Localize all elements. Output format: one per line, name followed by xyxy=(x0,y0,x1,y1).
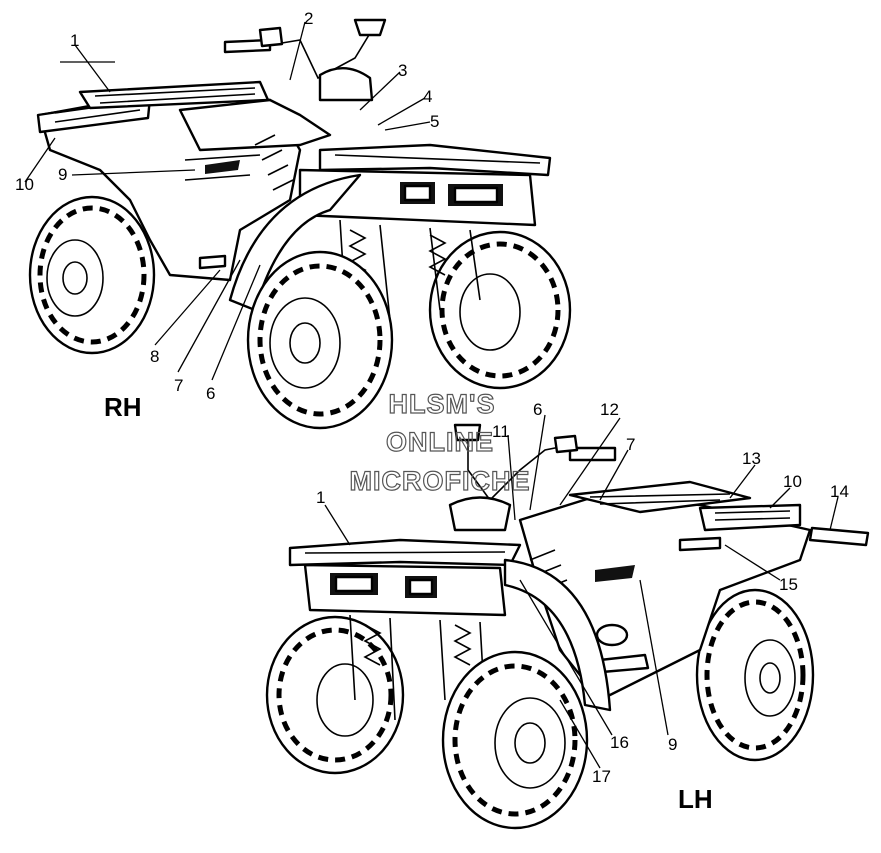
lh-callout-14: 14 xyxy=(830,482,849,501)
watermark-line-1: HLSM'S xyxy=(389,389,496,419)
rh-callout-8: 8 xyxy=(150,347,159,366)
atv-rh-view xyxy=(24,18,572,430)
rh-handlebars xyxy=(223,18,387,102)
lh-callout-7: 7 xyxy=(626,435,635,454)
lh-callout-11: 11 xyxy=(492,422,510,441)
lh-callout-12: 12 xyxy=(600,400,619,419)
lh-handlebars xyxy=(448,423,617,532)
rh-callout-10: 10 xyxy=(15,175,34,194)
rh-rear-rack xyxy=(36,80,270,134)
atv-lh-view xyxy=(265,414,870,830)
rh-callout-9: 9 xyxy=(58,165,67,184)
watermark-line-3: MICROFICHE xyxy=(350,466,531,496)
rh-callout-4: 4 xyxy=(423,87,432,106)
rh-callout-5: 5 xyxy=(430,112,439,131)
lh-callout-17: 17 xyxy=(592,767,611,786)
rh-callout-6: 6 xyxy=(206,384,215,403)
lh-front-wheel xyxy=(441,650,589,830)
rh-label: RH xyxy=(104,392,142,422)
lh-callout-6: 6 xyxy=(533,400,542,419)
lh-front-bumper xyxy=(303,563,507,617)
lh-callout-10: 10 xyxy=(783,472,802,491)
lh-front-rack xyxy=(288,538,522,567)
rh-callout-2: 2 xyxy=(304,9,313,28)
watermark: HLSM'S ONLINE MICROFICHE xyxy=(349,388,531,496)
lh-callout-9: 9 xyxy=(668,735,677,754)
lh-callout-16: 16 xyxy=(610,733,629,752)
lh-callout-15: 15 xyxy=(779,575,798,594)
rh-callout-7: 7 xyxy=(174,376,183,395)
lh-callout-1: 1 xyxy=(316,488,325,507)
lh-label: LH xyxy=(678,784,713,814)
lh-callout-13: 13 xyxy=(742,449,761,468)
rh-callout-1: 1 xyxy=(70,31,79,50)
lh-rear-rack xyxy=(568,480,802,532)
rh-rear-wheel-far xyxy=(428,230,572,390)
rh-front-wheel xyxy=(246,250,394,430)
lh-rear-wheel xyxy=(695,588,815,762)
rh-callout-3: 3 xyxy=(398,61,407,80)
lh-front-wheel-far xyxy=(265,615,405,775)
rh-rear-wheel xyxy=(28,195,156,355)
watermark-line-2: ONLINE xyxy=(386,427,494,457)
